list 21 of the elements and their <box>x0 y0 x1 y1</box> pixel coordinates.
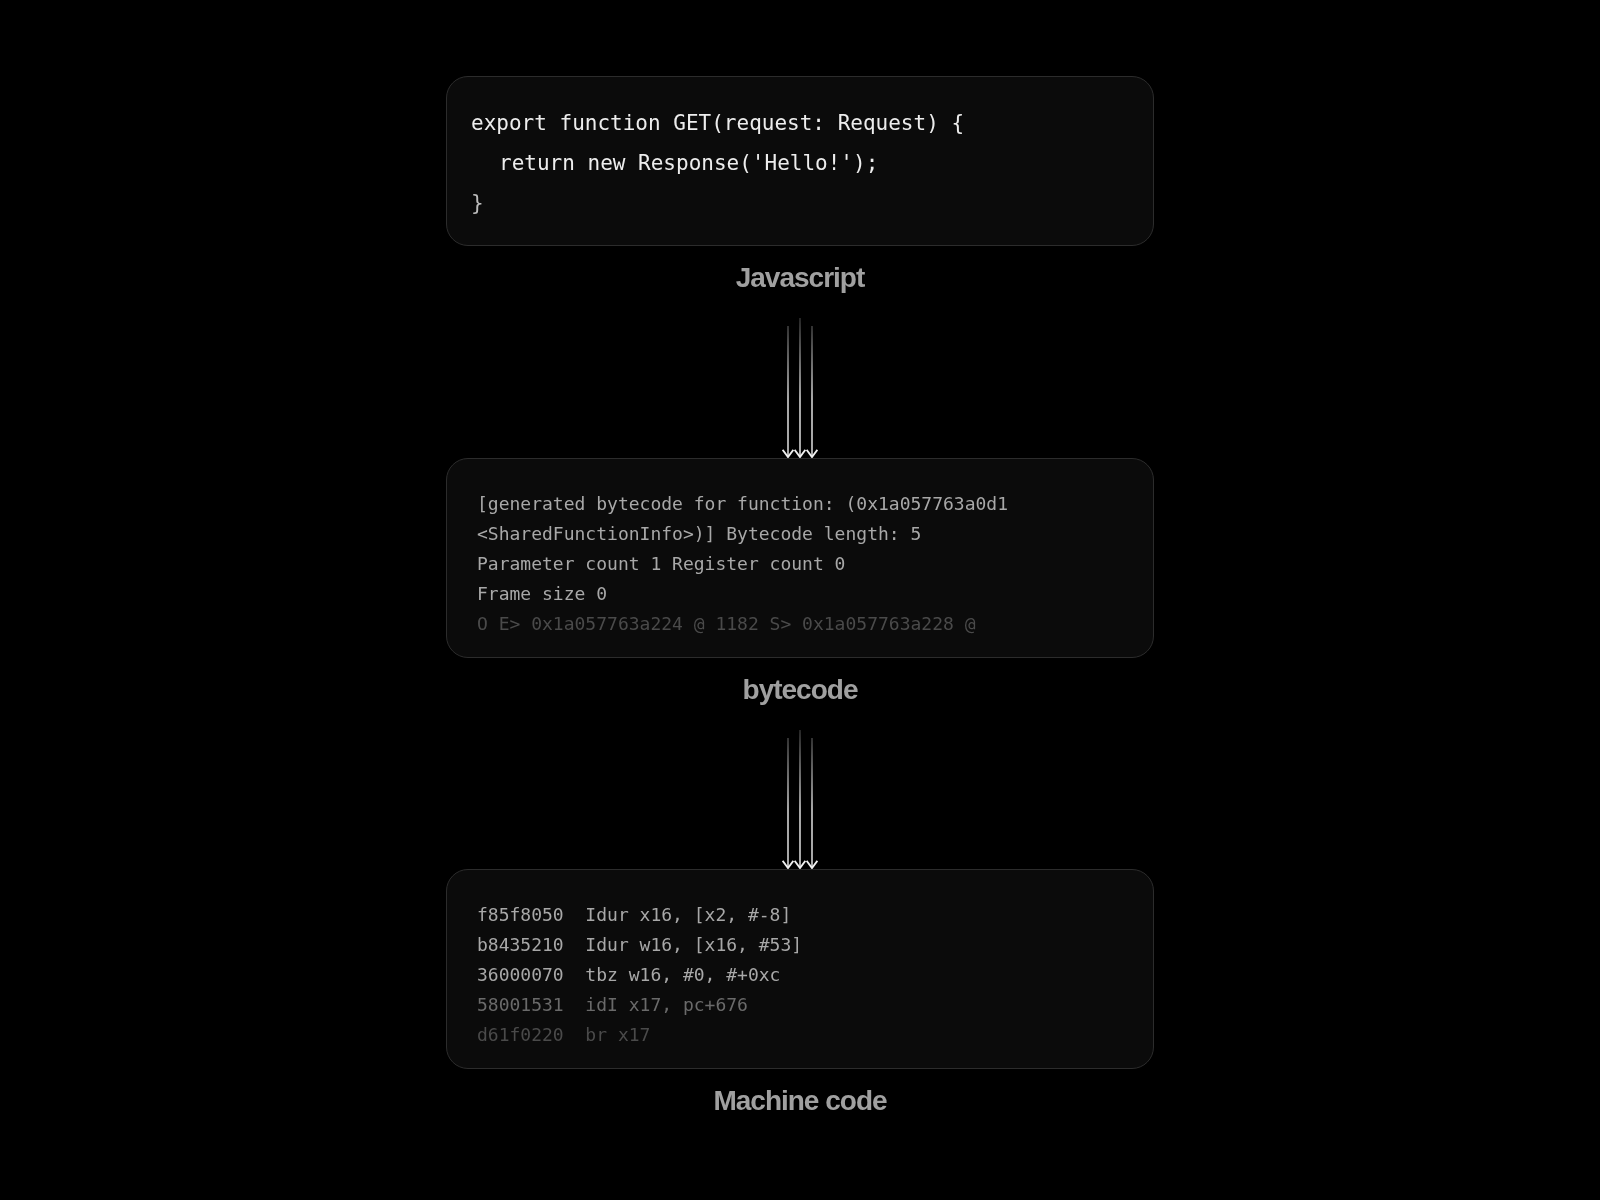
code-line: Parameter count 1 Register count 0 <box>477 552 847 576</box>
code-line: 58001531 idI x17, pc+676 <box>477 993 749 1017</box>
code-line: Frame size 0 <box>477 582 609 606</box>
stage-label: bytecode <box>742 673 858 707</box>
code-line: f85f8050 Idur x16, [x2, #-8] <box>477 903 793 927</box>
code-line: d61f0220 br x17 <box>477 1023 652 1047</box>
code-line: b8435210 Idur w16, [x16, #53] <box>477 933 804 957</box>
code-line: 36000070 tbz w16, #0, #+0xc <box>477 963 782 987</box>
arrow <box>793 729 807 869</box>
arrow <box>805 325 819 458</box>
arrow <box>793 317 807 458</box>
code-line: } <box>471 190 485 217</box>
code-line: [generated bytecode for function: (0x1a057763a0d1 <SharedFunctionInfo>)] Bytecode length: 5 <box>477 492 1009 546</box>
code-line: return new Response('Hello!'); <box>498 150 880 177</box>
arrow <box>781 325 795 458</box>
arrow <box>781 737 795 869</box>
arrow <box>805 737 819 869</box>
stage-label: Machine code <box>713 1084 887 1118</box>
code-line: O E> 0x1a057763a224 @ 1182 S> 0x1a057763a228 @ <box>477 612 977 636</box>
code-line: export function GET(request: Request) { <box>471 110 966 137</box>
stage-label: Javascript <box>735 261 865 295</box>
